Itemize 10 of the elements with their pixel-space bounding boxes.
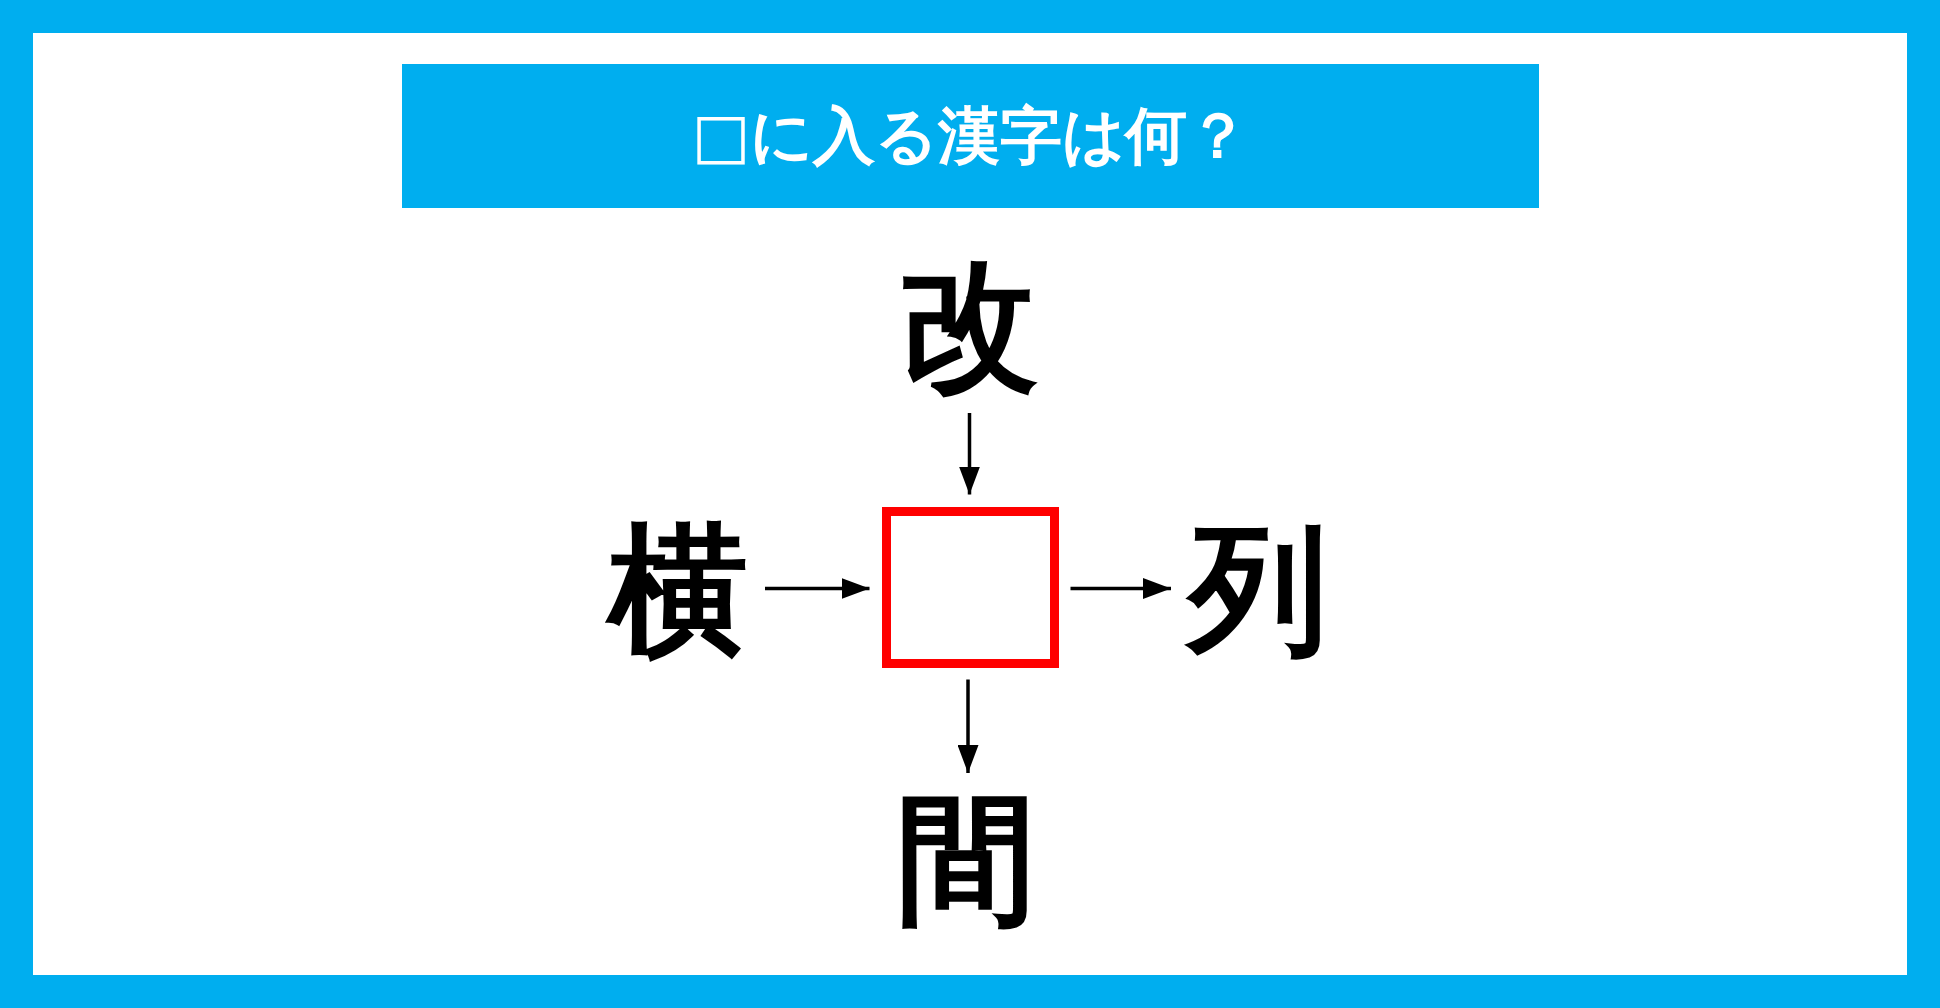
kanji-character: 間	[891, 785, 1041, 935]
arrow	[959, 413, 980, 495]
arrow	[765, 578, 870, 599]
title-banner: □に入る漢字は何？	[402, 64, 1539, 208]
kanji-character: 改	[894, 251, 1044, 401]
arrow	[957, 679, 979, 773]
arrow	[1070, 578, 1171, 599]
kanji-character: 横	[603, 515, 753, 665]
kanji-character: 列	[1183, 515, 1333, 665]
answer-box	[881, 506, 1059, 668]
